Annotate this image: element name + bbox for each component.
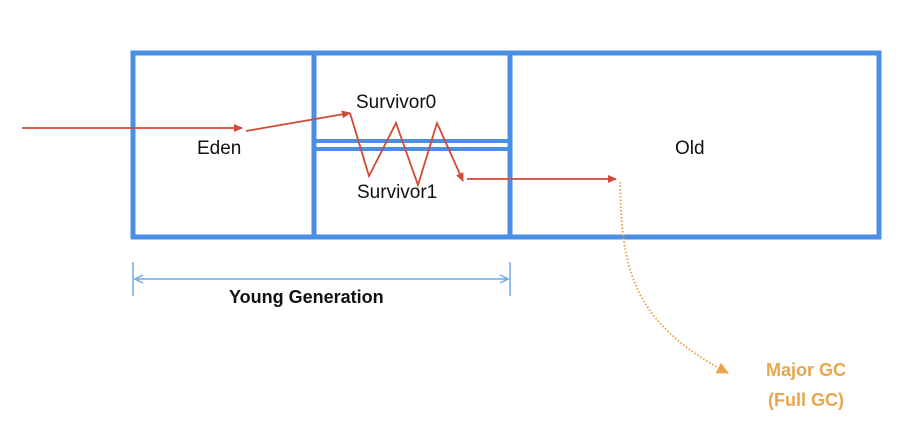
- major-gc-line1: Major GC: [765, 360, 846, 380]
- survivor-copy-zigzag: [349, 112, 464, 188]
- young-generation-label: Young Generation: [229, 287, 384, 307]
- major-gc-line2: (Full GC): [768, 390, 844, 410]
- survivor1-label: Survivor1: [357, 182, 438, 203]
- eden-label: Eden: [197, 138, 242, 159]
- survivor0-label: Survivor0: [356, 92, 437, 113]
- major-gc-arrow: [619, 181, 729, 374]
- major-gc-label: Major GC (Full GC): [746, 355, 866, 415]
- heap-frame: [130, 50, 882, 240]
- old-label: Old: [675, 138, 705, 159]
- eden-to-survivor-arrow: [245, 110, 351, 132]
